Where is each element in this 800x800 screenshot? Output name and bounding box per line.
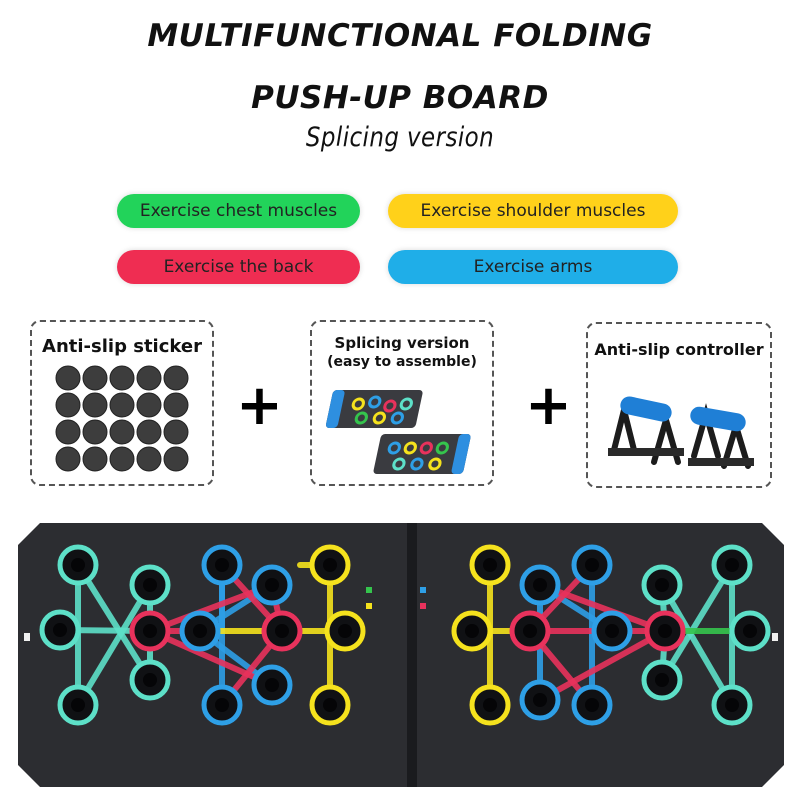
tag-chest: Exercise chest muscles (117, 194, 360, 228)
tag-shoulder: Exercise shoulder muscles (388, 194, 678, 228)
tag-back: Exercise the back (117, 250, 360, 284)
splicing-box: Splicing version (easy to assemble) (310, 320, 494, 486)
sticker-dot (82, 419, 108, 445)
sticker-dot (82, 446, 108, 472)
tag-arms: Exercise arms (388, 250, 678, 284)
splicing-board-icon (325, 390, 471, 474)
board-right-panel (416, 523, 784, 787)
controller-box: Anti-slip controller (586, 322, 772, 488)
sticker-dot (163, 365, 189, 391)
plus-sign-2: + (525, 373, 572, 438)
sticker-dot (82, 392, 108, 418)
plus-sign-1: + (236, 373, 283, 438)
push-up-handle-icon (608, 396, 754, 469)
board-hinge (407, 523, 417, 787)
sticker-dot (136, 365, 162, 391)
sticker-box: Anti-slip sticker (30, 320, 214, 486)
title-line-2: PUSH-UP BOARD (251, 80, 549, 116)
sticker-dot (109, 446, 135, 472)
board-connector (537, 628, 668, 703)
sticker-dot (163, 446, 189, 472)
sticker-dot (109, 419, 135, 445)
legend-shoulder-marker (366, 603, 372, 609)
sticker-dot (82, 365, 108, 391)
board-connector (75, 582, 153, 708)
title-line-1: MULTIFUNCTIONAL FOLDING (147, 18, 653, 54)
sticker-label: Anti-slip sticker (42, 336, 202, 357)
board-connector (659, 582, 735, 708)
board-connector (537, 582, 668, 634)
board-connector (75, 562, 153, 683)
sticker-dot (136, 446, 162, 472)
board-connector (147, 628, 275, 688)
sticker-dot (136, 392, 162, 418)
legend-chest-marker (366, 587, 372, 593)
sticker-dot (55, 419, 81, 445)
board-left-panel (18, 523, 408, 787)
legend-back-marker (420, 603, 426, 609)
sticker-dot (109, 392, 135, 418)
sticker-dot (163, 419, 189, 445)
board-connector (659, 562, 735, 683)
sticker-dot (136, 419, 162, 445)
subtitle: Splicing version (305, 122, 495, 153)
controller-label: Anti-slip controller (594, 340, 764, 359)
sticker-dot (55, 392, 81, 418)
push-up-board (18, 523, 784, 787)
sticker-dot (55, 365, 81, 391)
sticker-dot (109, 365, 135, 391)
sticker-dot (163, 392, 189, 418)
splicing-label-line-2: (easy to assemble) (327, 354, 477, 370)
board-connector (147, 582, 275, 634)
legend-arms-marker (420, 587, 426, 593)
anti-slip-sticker-icon (55, 365, 189, 472)
splicing-label-line-1: Splicing version (334, 334, 470, 352)
sticker-dot (55, 446, 81, 472)
